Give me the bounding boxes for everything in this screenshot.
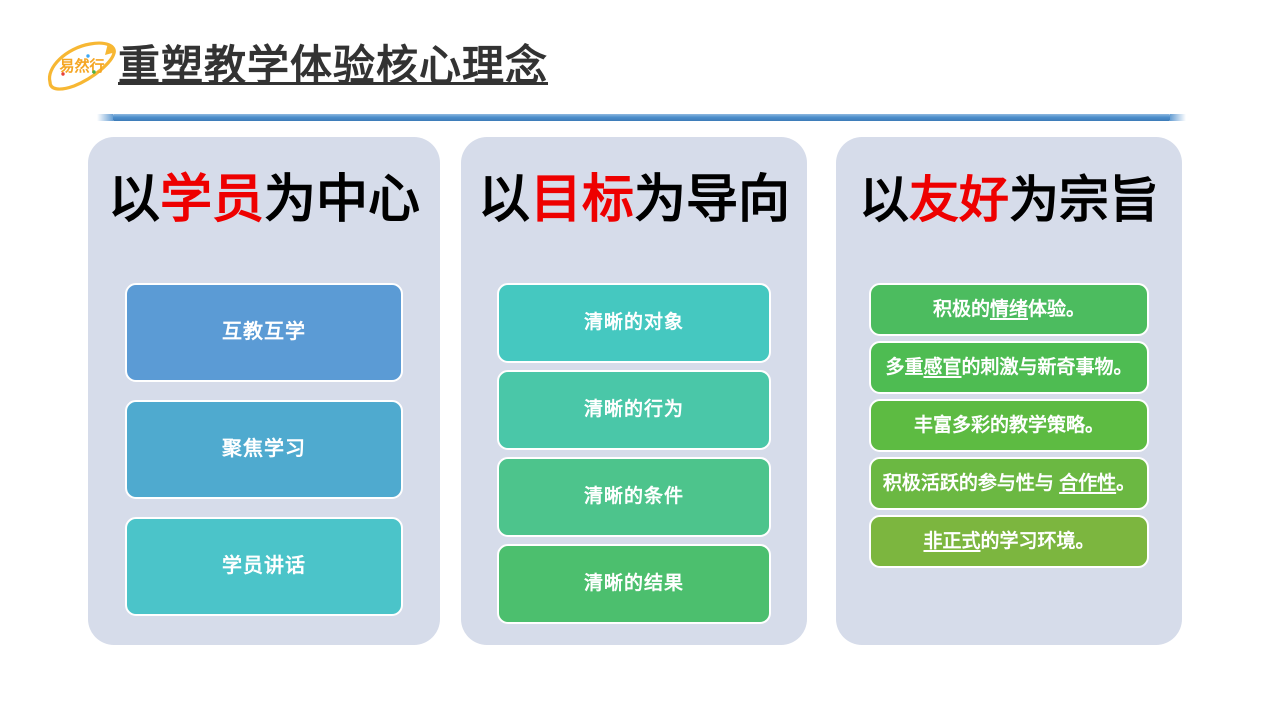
list-item-label: 清晰的条件 — [583, 486, 684, 508]
list-item-label: 学员讲话 — [222, 555, 306, 578]
list-item[interactable]: 学员讲话 — [125, 517, 403, 616]
box-stack-goal-oriented: 清晰的对象 清晰的行为 清晰的条件 清晰的结果 — [461, 283, 807, 624]
list-item[interactable]: 互教互学 — [125, 283, 403, 382]
list-item-label: 聚焦学习 — [222, 438, 306, 461]
card-heading-goal-oriented: 以目标为导向 — [461, 169, 807, 231]
list-item[interactable]: 非正式的学习环境。 — [869, 515, 1149, 568]
list-item-label: 非正式的学习环境。 — [923, 530, 1095, 552]
heading-prefix: 以 — [107, 171, 160, 229]
list-item[interactable]: 丰富多彩的教学策略。 — [869, 399, 1149, 452]
list-item[interactable]: 积极活跃的参与性与 合作性。 — [869, 457, 1149, 510]
list-item[interactable]: 多重感官的刺激与新奇事物。 — [869, 341, 1149, 394]
card-goal-oriented[interactable]: 以目标为导向 清晰的对象 清晰的行为 清晰的条件 清晰的结果 — [461, 137, 807, 645]
logo-orbit-icon: 易然行 — [47, 41, 116, 91]
slide-header: 易然行 重塑教学体验核心理念 — [0, 0, 1269, 125]
heading-prefix: 以 — [859, 172, 909, 228]
list-item-label: 积极活跃的参与性与 合作性。 — [882, 472, 1136, 494]
heading-highlight: 目标 — [529, 171, 634, 229]
list-item-label: 积极的情绪体验。 — [932, 298, 1086, 320]
heading-highlight: 友好 — [909, 172, 1009, 228]
heading-suffix: 为宗旨 — [1009, 172, 1159, 228]
card-heading-friendly-purpose: 以友好为宗旨 — [836, 169, 1182, 231]
heading-highlight: 学员 — [159, 171, 264, 229]
list-item[interactable]: 聚焦学习 — [125, 400, 403, 499]
company-logo: 易然行 — [44, 38, 120, 94]
list-item-label: 多重感官的刺激与新奇事物。 — [885, 356, 1133, 378]
logo-wordmark: 易然行 — [59, 57, 104, 75]
concept-cards-container: 以学员为中心 互教互学 聚焦学习 学员讲话 以目标为导向 清晰的对象 清晰的行为 — [0, 137, 1269, 647]
list-item-label: 清晰的行为 — [583, 399, 684, 421]
box-stack-friendly-purpose: 积极的情绪体验。 多重感官的刺激与新奇事物。 丰富多彩的教学策略。 积极活跃的参… — [836, 283, 1182, 568]
list-item[interactable]: 清晰的行为 — [497, 370, 771, 450]
list-item[interactable]: 积极的情绪体验。 — [869, 283, 1149, 336]
heading-suffix: 为导向 — [634, 171, 791, 229]
page-title: 重塑教学体验核心理念 — [118, 42, 549, 89]
card-friendly-purpose[interactable]: 以友好为宗旨 积极的情绪体验。 多重感官的刺激与新奇事物。 丰富多彩的教学策略。… — [836, 137, 1182, 645]
card-learner-centered[interactable]: 以学员为中心 互教互学 聚焦学习 学员讲话 — [88, 137, 440, 645]
heading-suffix: 为中心 — [264, 171, 421, 229]
heading-prefix: 以 — [477, 171, 530, 229]
list-item-label: 清晰的对象 — [583, 312, 684, 334]
box-stack-learner-centered: 互教互学 聚焦学习 学员讲话 — [88, 283, 440, 616]
title-divider — [97, 114, 1186, 121]
list-item[interactable]: 清晰的对象 — [497, 283, 771, 363]
list-item-label: 互教互学 — [222, 321, 306, 344]
list-item-label: 丰富多彩的教学策略。 — [913, 414, 1104, 436]
card-heading-learner-centered: 以学员为中心 — [88, 169, 440, 231]
list-item[interactable]: 清晰的条件 — [497, 457, 771, 537]
list-item-label: 清晰的结果 — [583, 573, 684, 595]
list-item[interactable]: 清晰的结果 — [497, 544, 771, 624]
